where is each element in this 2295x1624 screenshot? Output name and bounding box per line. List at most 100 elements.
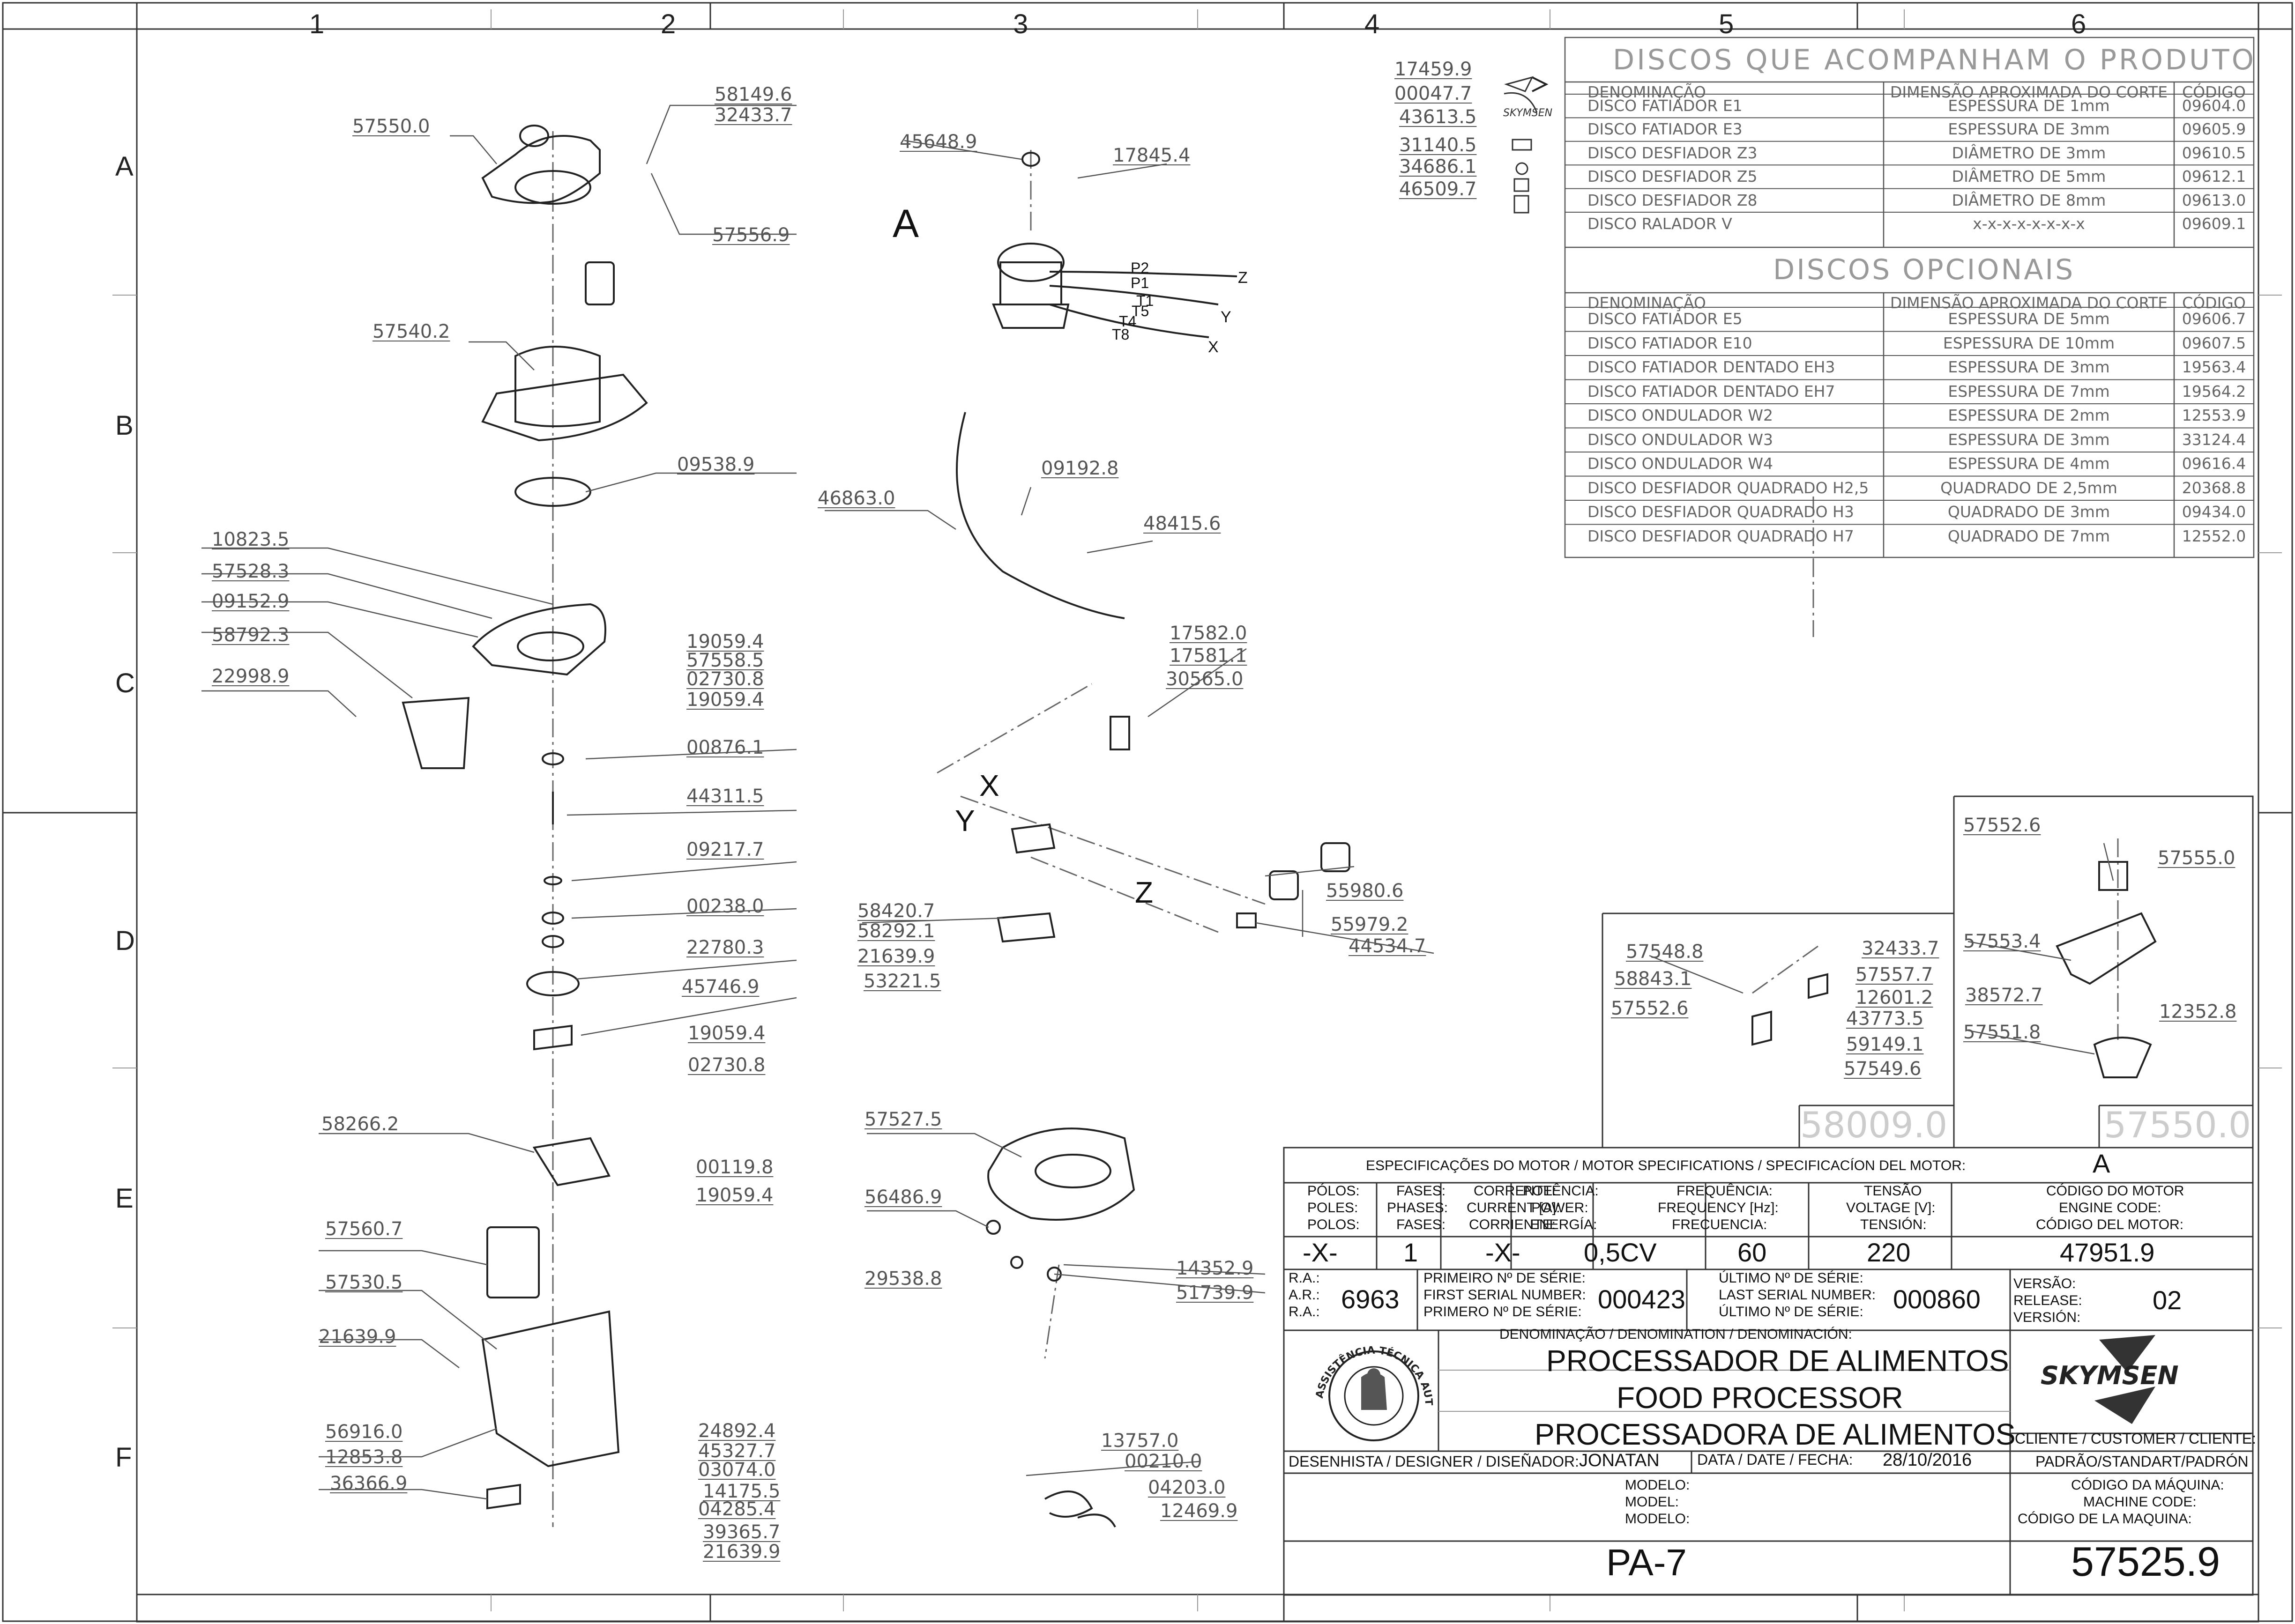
zone-row-c: C: [115, 668, 135, 698]
denomination-label: DENOMINAÇÃO / DENOMINATION / DENOMINACIÓ…: [1499, 1327, 1852, 1342]
date-label: DATA / DATE / FECHA:: [1697, 1451, 1853, 1468]
current-value: -X-: [1485, 1238, 1520, 1267]
part-label: 00210.0: [1125, 1451, 1202, 1472]
part-label: 58292.1: [857, 920, 935, 942]
part-label: 57548.8: [1626, 941, 1704, 963]
part-label: 22780.3: [686, 937, 764, 958]
optional-disc-row-col-2: 19564.2: [2182, 382, 2246, 400]
part-label: 57550.0: [352, 116, 430, 137]
phases-header: FASES:: [1396, 1183, 1446, 1199]
machine-code-label: MACHINE CODE:: [2083, 1494, 2197, 1510]
wire-label: P2: [1131, 260, 1149, 276]
optional-disc-row-col-0: DISCO ONDULADOR W4: [1587, 454, 1773, 473]
part-label: 24892.4: [698, 1420, 776, 1442]
wire-label: P1: [1131, 274, 1149, 291]
part-label: 21639.9: [703, 1541, 781, 1563]
disc-row-col-0: DISCO DESFIADOR Z3: [1587, 143, 1758, 162]
phases-value: 1: [1403, 1238, 1418, 1267]
optional-disc-row-col-0: DISCO ONDULADOR W3: [1587, 430, 1773, 449]
power-header: POTÊNCIA:: [1523, 1183, 1599, 1199]
optional-disc-row-col-1: ESPESSURA DE 7mm: [1948, 382, 2110, 400]
part-label: 57540.2: [373, 321, 450, 342]
zone-col-4: 4: [1364, 9, 1380, 39]
part-label: 58420.7: [857, 900, 935, 922]
date-value: 28/10/2016: [1883, 1450, 1972, 1470]
part-label: 09217.7: [686, 839, 764, 860]
part-label: 19059.4: [686, 689, 764, 711]
part-label: 43773.5: [1846, 1008, 1924, 1030]
optional-disc-row-col-1: ESPESSURA DE 3mm: [1948, 358, 2110, 376]
part-label: 55979.2: [1331, 914, 1408, 935]
part-label: 00047.7: [1394, 83, 1472, 104]
connection-x: X: [979, 769, 999, 802]
version-value: 02: [2153, 1285, 2182, 1315]
zone-row-b: B: [115, 410, 134, 441]
disc-row-col-2: 09610.5: [2182, 143, 2246, 162]
part-label: 12352.8: [2159, 1001, 2237, 1023]
part-label: 48415.6: [1143, 513, 1221, 534]
part-label: 09192.8: [1041, 458, 1119, 479]
power-value: 0,5CV: [1584, 1238, 1657, 1267]
motor-callout: A: [893, 201, 919, 245]
disc-row-col-1: DIÂMETRO DE 8mm: [1952, 191, 2106, 209]
part-label: 57549.6: [1844, 1058, 1922, 1080]
part-label: 14352.9: [1176, 1258, 1254, 1279]
first-serial-label: FIRST SERIAL NUMBER:: [1423, 1287, 1586, 1303]
ra-label: A.R.:: [1289, 1287, 1320, 1303]
motor-code-header: CÓDIGO DEL MOTOR:: [2036, 1217, 2184, 1232]
zone-col-3: 3: [1013, 9, 1028, 39]
optional-disc-row-col-1: ESPESSURA DE 4mm: [1948, 454, 2110, 473]
part-label: 45648.9: [900, 131, 977, 153]
product-name-es: PROCESSADORA DE ALIMENTOS: [1535, 1417, 2016, 1451]
optional-discs-title: DISCOS OPCIONAIS: [1773, 253, 2075, 286]
disc-row-col-0: DISCO FATIADOR E1: [1587, 96, 1743, 115]
poles-header: POLOS:: [1307, 1217, 1360, 1232]
part-label: 00876.1: [686, 737, 764, 758]
part-label: 19059.4: [688, 1023, 766, 1044]
ra-label: R.A.:: [1289, 1304, 1320, 1320]
part-label: 09538.9: [677, 454, 755, 475]
ra-value: 6963: [1341, 1284, 1400, 1314]
model-label: MODEL:: [1625, 1494, 1679, 1510]
part-label: 34686.1: [1399, 156, 1477, 178]
disc-row-col-2: 09609.1: [2182, 215, 2246, 233]
disc-row-col-0: DISCO FATIADOR E3: [1587, 120, 1743, 139]
wire-label: T4: [1119, 313, 1137, 330]
optional-disc-row-col-2: 12553.9: [2182, 406, 2246, 424]
optional-disc-row-col-2: 20368.8: [2182, 478, 2246, 497]
part-label: 09152.9: [212, 591, 290, 612]
disc-header-col-0: DENOMINAÇÃO: [1587, 83, 1706, 101]
phase-label: Z: [1238, 269, 1248, 287]
part-label: 17582.0: [1170, 623, 1247, 644]
part-label: 19059.4: [696, 1185, 774, 1206]
voltage-value: 220: [1867, 1238, 1911, 1267]
last-serial-label: ÚLTIMO Nº DE SÉRIE:: [1719, 1270, 1863, 1286]
disc-row-col-1: DIÂMETRO DE 3mm: [1952, 143, 2106, 162]
part-label: 38572.7: [1965, 985, 2043, 1006]
part-label: 32433.7: [715, 104, 792, 126]
part-label: 57530.5: [325, 1272, 403, 1293]
part-label: 58792.3: [212, 624, 290, 646]
optional-disc-row-col-1: ESPESSURA DE 3mm: [1948, 430, 2110, 449]
machine-code-label: CÓDIGO DA MÁQUINA:: [2071, 1477, 2224, 1493]
frequency-header: FRECUENCIA:: [1672, 1217, 1767, 1232]
disc-row-col-2: 09612.1: [2182, 167, 2246, 186]
optional-disc-header-col-2: CÓDIGO: [2182, 294, 2246, 312]
designer-label: DESENHISTA / DESIGNER / DISEÑADOR:: [1289, 1453, 1579, 1470]
motor-spec-value: A: [2093, 1149, 2110, 1178]
optional-disc-row-col-0: DISCO DESFIADOR QUADRADO H2,5: [1587, 478, 1869, 497]
last-serial-label: LAST SERIAL NUMBER:: [1719, 1287, 1876, 1303]
voltage-header: TENSIÓN:: [1860, 1217, 1927, 1232]
part-label: 10823.5: [212, 529, 290, 550]
machine-code-value: 57525.9: [2071, 1538, 2220, 1585]
poles-header: PÓLOS:: [1307, 1183, 1360, 1199]
product-name-pt: PROCESSADOR DE ALIMENTOS: [1546, 1344, 2009, 1378]
designer-value: JONATAN: [1579, 1451, 1660, 1470]
part-label: 02730.8: [686, 668, 764, 690]
ra-label: R.A.:: [1289, 1270, 1320, 1286]
optional-disc-row-col-2: 09616.4: [2182, 454, 2246, 473]
poles-header: POLES:: [1307, 1200, 1358, 1216]
